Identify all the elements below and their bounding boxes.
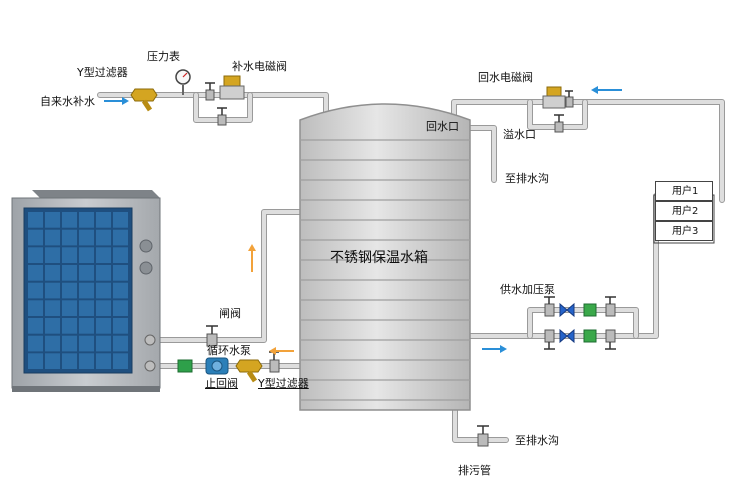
label-check-valve: 止回阀 bbox=[205, 377, 238, 390]
panel-cell bbox=[79, 282, 94, 299]
makeup-gate-valves bbox=[205, 82, 227, 126]
panel-cell bbox=[62, 247, 77, 263]
panel-cell bbox=[28, 212, 43, 228]
y-filter-top bbox=[130, 88, 158, 112]
panel-cell bbox=[79, 335, 94, 352]
panel-cell bbox=[113, 247, 128, 263]
panel-cell bbox=[96, 353, 111, 369]
panel-cell bbox=[28, 318, 43, 334]
panel-cell bbox=[79, 212, 94, 228]
label-pressure-gauge: 压力表 bbox=[147, 50, 180, 63]
panel-cell bbox=[28, 229, 43, 246]
flow-arrow-return bbox=[591, 86, 622, 94]
tank-title: 不锈钢保温水箱 bbox=[330, 250, 428, 266]
panel-cell bbox=[28, 265, 43, 281]
panel-cell bbox=[96, 212, 111, 228]
flow-arrow-up bbox=[248, 244, 256, 272]
panel-cell bbox=[62, 212, 77, 228]
panel-cell bbox=[62, 300, 77, 316]
panel-cell bbox=[45, 335, 60, 352]
panel-cell bbox=[79, 318, 94, 334]
panel-cell bbox=[113, 318, 128, 334]
return-solenoid-valve bbox=[542, 86, 574, 133]
overflow-pipe bbox=[465, 125, 497, 183]
panel-cell bbox=[45, 212, 60, 228]
hot-supply-pipe bbox=[147, 209, 303, 343]
label-makeup-valve: 补水电磁阀 bbox=[232, 60, 287, 73]
label-sewage-pipe: 排污管 bbox=[458, 464, 491, 477]
panel-cell bbox=[96, 300, 111, 316]
panel-cell bbox=[62, 265, 77, 281]
label-y-filter-bottom: Y型过滤器 bbox=[258, 377, 309, 390]
label-drain-bottom: 至排水沟 bbox=[515, 434, 559, 447]
panel-cell bbox=[79, 229, 94, 246]
panel-cell bbox=[28, 282, 43, 299]
label-drain-top: 至排水沟 bbox=[505, 172, 549, 185]
panel-cell bbox=[96, 247, 111, 263]
water-tank bbox=[299, 103, 471, 411]
panel-cell bbox=[113, 229, 128, 246]
label-return-port: 回水口 bbox=[426, 120, 459, 133]
label-overflow-port: 溢水口 bbox=[503, 128, 536, 141]
drain-valve bbox=[477, 425, 489, 447]
panel-cell bbox=[62, 335, 77, 352]
makeup-solenoid-valve bbox=[219, 75, 245, 100]
panel-cell bbox=[96, 229, 111, 246]
panel-cell bbox=[113, 300, 128, 316]
heat-pump-unit bbox=[11, 190, 161, 392]
panel-cell bbox=[113, 265, 128, 281]
gate-valve bbox=[206, 325, 218, 347]
flow-arrows bbox=[104, 86, 622, 355]
label-tap-water: 自来水补水 bbox=[40, 95, 95, 108]
panel-cell bbox=[45, 247, 60, 263]
panel-cell bbox=[113, 335, 128, 352]
heat-pump-ports bbox=[144, 334, 156, 372]
panel-cell bbox=[113, 353, 128, 369]
panel-cell bbox=[45, 282, 60, 299]
panel-cell bbox=[113, 282, 128, 299]
panel-cell bbox=[28, 353, 43, 369]
label-gate-valve: 闸阀 bbox=[219, 307, 241, 320]
panel-cell bbox=[62, 229, 77, 246]
panel-cell bbox=[62, 353, 77, 369]
flow-arrow-supply bbox=[482, 345, 507, 353]
circulation-pump bbox=[205, 357, 229, 375]
panel-cell bbox=[96, 282, 111, 299]
booster-pump-group bbox=[544, 296, 616, 350]
panel-cell bbox=[45, 318, 60, 334]
panel-cell bbox=[45, 353, 60, 369]
panel-cell bbox=[96, 318, 111, 334]
user-2: 用户2 bbox=[655, 201, 713, 221]
label-booster-pump: 供水加压泵 bbox=[500, 283, 555, 296]
panel-cell bbox=[79, 300, 94, 316]
panel-cell bbox=[28, 335, 43, 352]
circ-gate-valve bbox=[269, 351, 280, 373]
panel-cell bbox=[79, 265, 94, 281]
flow-arrow-tap bbox=[104, 97, 129, 105]
panel-cell bbox=[45, 265, 60, 281]
panel-cell bbox=[62, 318, 77, 334]
supply-pipe bbox=[467, 193, 659, 339]
panel-cell bbox=[62, 282, 77, 299]
panel-cell bbox=[28, 247, 43, 263]
panel-cell bbox=[96, 265, 111, 281]
user-1: 用户1 bbox=[655, 181, 713, 201]
panel-cell bbox=[79, 247, 94, 263]
y-filter-bottom bbox=[235, 359, 263, 383]
flow-arrow-circ bbox=[269, 347, 294, 355]
panel-cell bbox=[79, 353, 94, 369]
panel-cell bbox=[45, 300, 60, 316]
pressure-gauge bbox=[175, 69, 191, 95]
panel-cell bbox=[28, 300, 43, 316]
panel-cell bbox=[113, 212, 128, 228]
user-3: 用户3 bbox=[655, 221, 713, 241]
panel-cell bbox=[96, 335, 111, 352]
label-return-valve: 回水电磁阀 bbox=[478, 71, 533, 84]
panel-cell bbox=[45, 229, 60, 246]
label-circ-pump: 循环水泵 bbox=[207, 344, 251, 357]
check-valve bbox=[177, 359, 193, 373]
label-y-filter-top: Y型过滤器 bbox=[77, 66, 128, 79]
